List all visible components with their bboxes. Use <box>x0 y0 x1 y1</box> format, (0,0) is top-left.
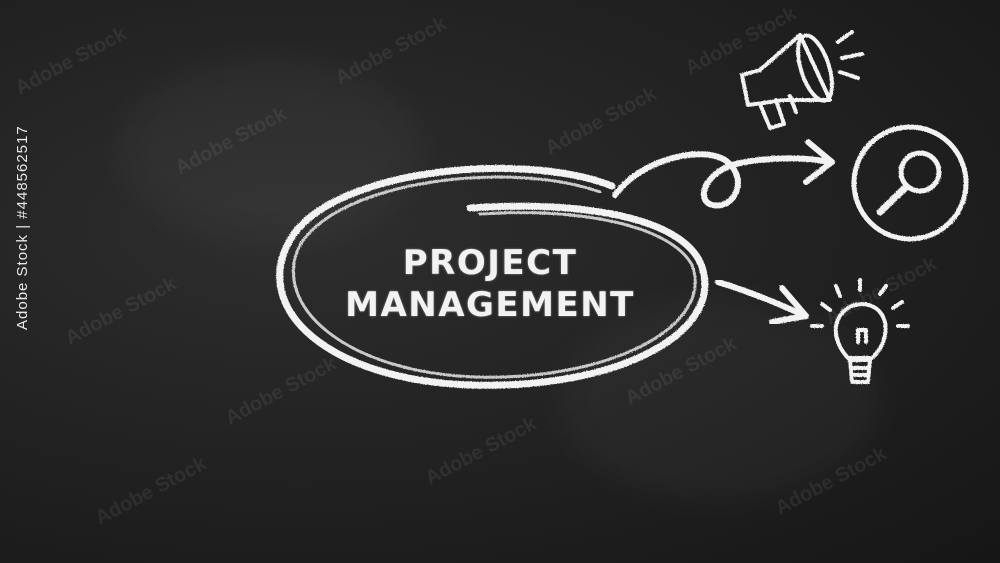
magnifier-icon <box>851 124 969 242</box>
arrow-to-idea <box>715 279 809 325</box>
page-title: PROJECT MANAGEMENT <box>300 242 680 326</box>
title-line-2: MANAGEMENT <box>345 285 635 325</box>
title-ellipse <box>276 165 709 389</box>
arrow-to-search <box>612 139 835 209</box>
megaphone-icon <box>740 30 864 130</box>
lightbulb-icon <box>810 278 910 384</box>
title-line-1: PROJECT <box>402 243 578 283</box>
stock-id-label: Adobe Stock | #448562517 <box>14 125 31 330</box>
